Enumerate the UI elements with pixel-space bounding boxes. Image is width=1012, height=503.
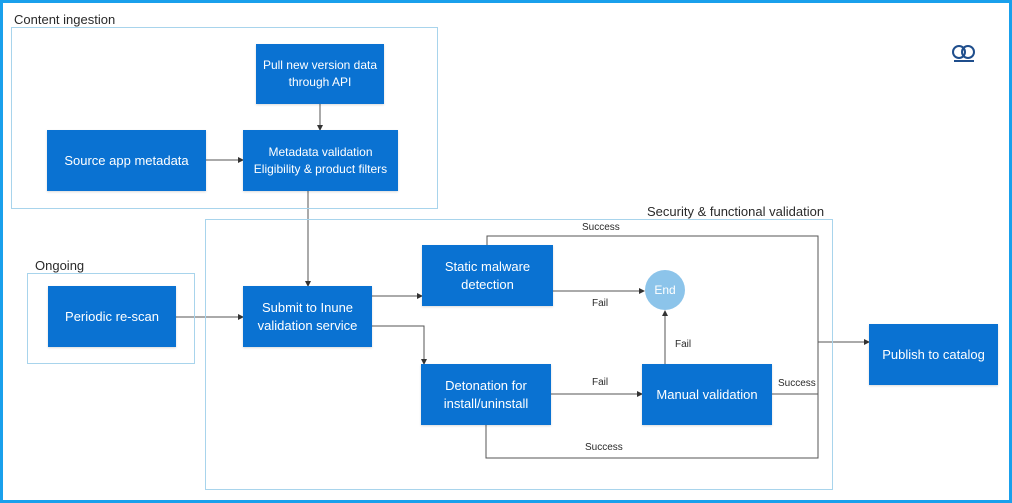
periodic-rescan-box: Periodic re-scan xyxy=(48,286,176,347)
detonation-label: Detonation for install/uninstall xyxy=(443,377,529,411)
success-manual-label: Success xyxy=(778,378,816,389)
source-metadata-label: Source app metadata xyxy=(64,152,189,168)
success-top-label: Success xyxy=(582,222,620,233)
fail-detonation-label: Fail xyxy=(592,377,609,388)
fail-manual-label: Fail xyxy=(675,339,692,350)
security-label: Security & functional validation xyxy=(647,204,825,219)
publish-catalog-label: Publish to catalog xyxy=(882,346,985,362)
submit-intune-label: Submit to Inune validation service xyxy=(257,299,358,333)
manual-validation-label: Manual validation xyxy=(656,386,758,402)
ongoing-group xyxy=(27,273,195,364)
pull-api-label: Pull new version data through API xyxy=(262,58,378,89)
security-group xyxy=(205,219,833,490)
brand-logo-icon xyxy=(952,45,975,62)
edge-submit-to-detonation xyxy=(372,325,427,365)
manual-validation-box: Manual validation xyxy=(642,364,772,425)
metadata-validation-box: Metadata validation Eligibility & produc… xyxy=(243,130,398,191)
end-label: End xyxy=(654,283,676,297)
edge-detonation-success xyxy=(485,394,819,459)
pull-api-box: Pull new version data through API xyxy=(256,44,384,104)
detonation-box: Detonation for install/uninstall xyxy=(421,364,551,425)
end-node: End xyxy=(645,270,685,310)
submit-intune-box: Submit to Inune validation service xyxy=(243,286,372,347)
fail-static-label: Fail xyxy=(592,298,609,309)
static-malware-label: Static malware detection xyxy=(444,258,531,292)
content-ingestion-group xyxy=(11,27,438,209)
content-ingestion-label: Content ingestion xyxy=(14,12,116,27)
edge-static-success xyxy=(486,235,819,342)
periodic-rescan-label: Periodic re-scan xyxy=(65,308,159,324)
publish-catalog-box: Publish to catalog xyxy=(869,324,998,385)
metadata-validation-label: Metadata validation Eligibility & produc… xyxy=(253,144,388,176)
ongoing-label: Ongoing xyxy=(35,258,85,273)
success-bottom-label: Success xyxy=(585,442,623,453)
static-malware-box: Static malware detection xyxy=(422,245,553,306)
source-metadata-box: Source app metadata xyxy=(47,130,206,191)
